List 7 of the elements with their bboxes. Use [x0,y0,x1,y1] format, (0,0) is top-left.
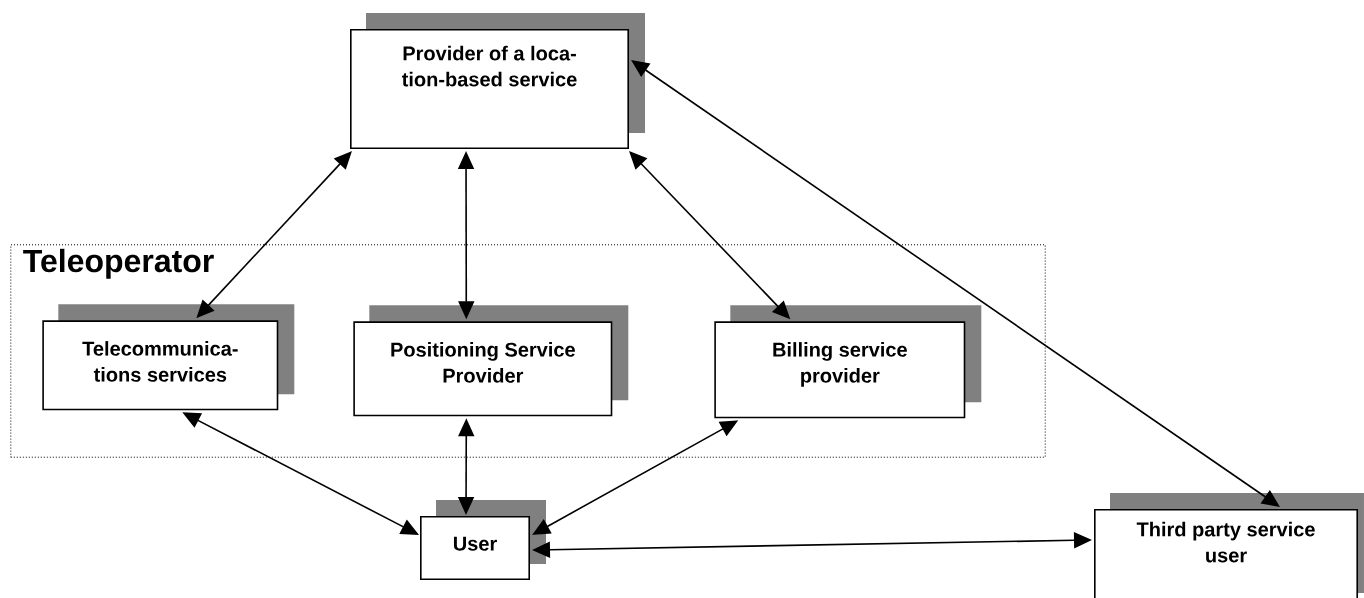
process-box: Third party service user [1094,493,1364,598]
process-box: Billing service provider [714,305,982,419]
arrow [631,60,1280,507]
process-box: User [420,500,546,580]
process-box: Positioning Service Provider [353,305,629,417]
process-box: Provider of a loca- tion-based service [350,13,645,149]
process-box: Telecommunica- tions services [42,304,295,411]
